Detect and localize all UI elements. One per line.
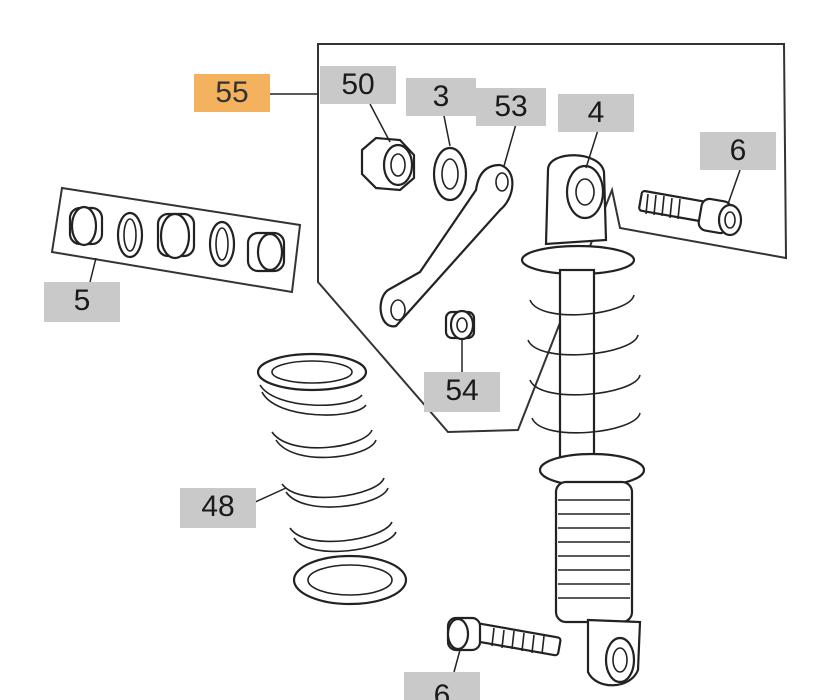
callout-6-lower: 6 bbox=[404, 672, 480, 700]
callout-48: 48 bbox=[180, 488, 256, 528]
part-50-nut bbox=[360, 136, 416, 192]
callout-6-upper: 6 bbox=[700, 132, 776, 170]
callout-54: 54 bbox=[424, 372, 500, 412]
callout-50: 50 bbox=[320, 66, 396, 104]
part-5-seal-kit bbox=[68, 205, 286, 273]
leader-53 bbox=[503, 123, 517, 167]
part-4-shock-absorber bbox=[520, 154, 646, 687]
part-6-lower-bolt bbox=[446, 616, 562, 657]
callout-53: 53 bbox=[476, 88, 546, 126]
callout-3: 3 bbox=[406, 78, 476, 116]
callout-55[interactable]: 55 bbox=[194, 74, 270, 112]
part-6-upper-bolt bbox=[638, 189, 743, 237]
kit-55-frame bbox=[317, 43, 788, 434]
leader-6b bbox=[453, 649, 461, 673]
part-3-washer bbox=[432, 146, 468, 202]
part-48-spring bbox=[256, 352, 408, 606]
leader-5 bbox=[89, 257, 97, 283]
part-53-link-arm bbox=[379, 163, 514, 328]
leader-6a bbox=[727, 169, 741, 205]
leader-50 bbox=[369, 103, 391, 143]
leader-3 bbox=[443, 115, 451, 147]
callout-4: 4 bbox=[558, 94, 634, 132]
part-54-bushing bbox=[444, 309, 476, 341]
kit-5-frame bbox=[50, 186, 302, 294]
leader-4 bbox=[585, 129, 599, 169]
callout-5: 5 bbox=[44, 282, 120, 322]
